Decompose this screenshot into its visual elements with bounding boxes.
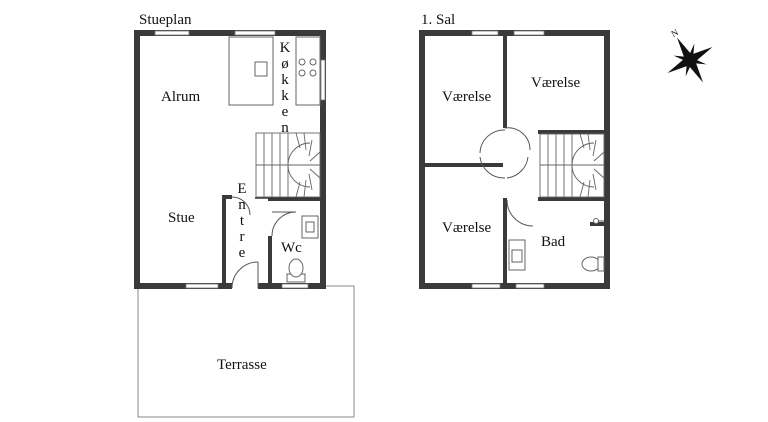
compass-north-label: N <box>669 27 680 39</box>
vertical-label-letter: t <box>240 213 245 229</box>
room-label-vaerelse-1: Værelse <box>442 89 491 105</box>
vertical-label-letter: k <box>281 88 289 104</box>
room-label-wc: Wc <box>281 240 302 256</box>
kitchen-fixtures <box>228 36 321 106</box>
vertical-label-letter: K <box>280 40 291 56</box>
vertical-label-letter: n <box>238 197 246 213</box>
vertical-label-letter: r <box>240 229 245 245</box>
vertical-label-letter: e <box>282 104 289 120</box>
ground-floor-stairs <box>255 132 321 198</box>
vertical-label-letter: e <box>239 245 246 261</box>
first-floor-title: 1. Sal <box>421 12 455 28</box>
ground-floor: Stueplan <box>134 12 355 418</box>
ground-floor-title: Stueplan <box>139 12 192 28</box>
vertical-label-letter: ø <box>281 56 289 72</box>
bath-fixtures <box>508 218 605 272</box>
room-label-alrum: Alrum <box>161 89 200 105</box>
room-label-vaerelse-2: Værelse <box>531 75 580 91</box>
room-label-stue: Stue <box>168 210 195 226</box>
vertical-label-letter: k <box>281 72 289 88</box>
terrace <box>137 285 355 418</box>
room-label-vaerelse-3: Værelse <box>442 220 491 236</box>
vertical-label-letter: E <box>237 181 246 197</box>
compass-rose-icon: N <box>667 27 713 83</box>
first-floor-stairs <box>539 133 605 198</box>
vertical-label-letter: n <box>281 120 289 136</box>
ground-floor-walls <box>134 30 326 289</box>
room-label-terrasse: Terrasse <box>217 357 267 373</box>
room-label-bad: Bad <box>541 234 566 250</box>
wc-fixtures <box>286 215 319 283</box>
first-floor: 1. Sal <box>419 12 610 289</box>
first-floor-walls <box>419 30 610 289</box>
